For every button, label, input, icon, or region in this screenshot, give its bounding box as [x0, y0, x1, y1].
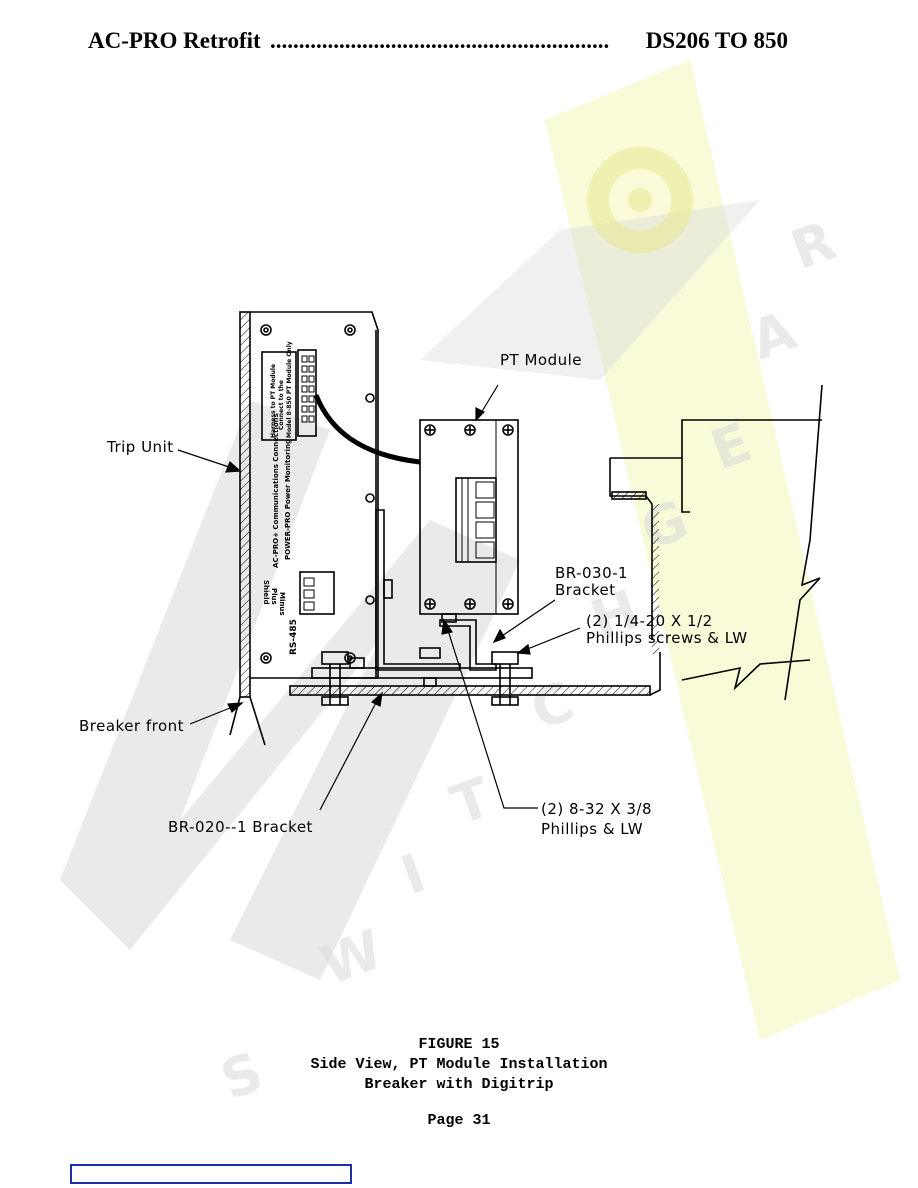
rs485-label: RS-485: [289, 619, 299, 655]
shield-label: Shield: [262, 580, 270, 605]
harness-label-line2: Connect to the: [278, 380, 285, 430]
comm-label-line1: AC-PRO+ Communications Connections: [272, 413, 280, 568]
breaker-floor: [289, 685, 651, 696]
label-phillips-line2: Phillips & LW: [541, 820, 643, 838]
breaker-right-edge: [681, 458, 690, 513]
rs485-terminal: [299, 571, 335, 615]
breaker-right-structure: [609, 419, 822, 640]
arrow-br020: [370, 691, 383, 707]
harness-cable: [313, 394, 421, 465]
pt-terminal-block: [455, 477, 497, 563]
comm-label-line2: POWER-PRO Power Monitoring: [284, 439, 292, 560]
label-br030-line2: Bracket: [555, 581, 616, 599]
header-leader-dots: ........................................…: [270, 28, 610, 53]
page-number: Page 31: [427, 1112, 491, 1129]
br020-bracket: [375, 509, 461, 671]
arrow-pt-module: [475, 407, 486, 422]
label-screws-line1: (2) 1/4-20 X 1/2: [586, 612, 713, 630]
leader-br020: [319, 694, 381, 811]
harness-label-line3: Model 8-850 PT Module Only: [286, 341, 293, 438]
break-line-horizontal: [681, 659, 811, 691]
break-line-vertical: [784, 384, 823, 701]
label-br020: BR-020--1 Bracket: [168, 818, 313, 836]
breaker-front-wall: [239, 311, 251, 698]
label-pt-module: PT Module: [500, 351, 582, 369]
leader-screws: [519, 627, 581, 653]
trip-unit-screw-holes: [260, 324, 375, 664]
arrow-trip-unit: [225, 460, 242, 473]
breaker-right-flange: [611, 491, 647, 500]
figure-title-line1: Side View, PT Module Installation: [310, 1056, 608, 1073]
label-trip-unit: Trip Unit: [106, 438, 174, 456]
footer-link-box: [70, 1164, 352, 1184]
leader-br030: [495, 599, 556, 641]
minus-label: Minus: [278, 592, 286, 616]
base-plate: [311, 667, 533, 679]
header-model: DS206 TO 850: [645, 28, 788, 53]
header-title: AC-PRO Retrofit: [88, 28, 261, 53]
middle-nut: [423, 677, 437, 687]
arrow-screws: [516, 643, 531, 655]
label-phillips-line1: (2) 8-32 X 3/8: [541, 800, 652, 818]
arrow-breaker-front: [227, 702, 244, 713]
watermark-yellow-band: [545, 60, 900, 1040]
right-bolt: [491, 651, 519, 706]
middle-screw: [419, 647, 441, 659]
br030-bracket: [439, 619, 497, 671]
pt-module-screws: [424, 424, 514, 610]
plus-label: Plus: [270, 588, 278, 605]
label-screws-line2: Phillips screws & LW: [586, 629, 748, 647]
leader-lines: [177, 384, 581, 811]
figure-title-line2: Breaker with Digitrip: [364, 1076, 554, 1093]
watermark-diagonal-bar: [420, 200, 760, 380]
label-br030-line1: BR-030-1: [555, 564, 628, 582]
breaker-right-wall: [652, 504, 659, 654]
label-breaker-front: Breaker front: [79, 717, 184, 735]
harness-connector: [297, 349, 317, 437]
watermark-gear-icon: [587, 147, 693, 253]
figure-number: FIGURE 15: [418, 1036, 500, 1053]
left-bolt: [321, 651, 365, 706]
harness-label-line1: Harness to PT Module: [270, 364, 277, 438]
harness-label-box: [261, 351, 297, 441]
br020-side-tab: [383, 579, 393, 599]
breaker-floor-return: [649, 652, 661, 696]
arrow-br030: [492, 628, 506, 644]
leader-phillips: [445, 623, 538, 809]
pt-module-body: [419, 419, 519, 615]
arrow-phillips: [441, 618, 453, 635]
